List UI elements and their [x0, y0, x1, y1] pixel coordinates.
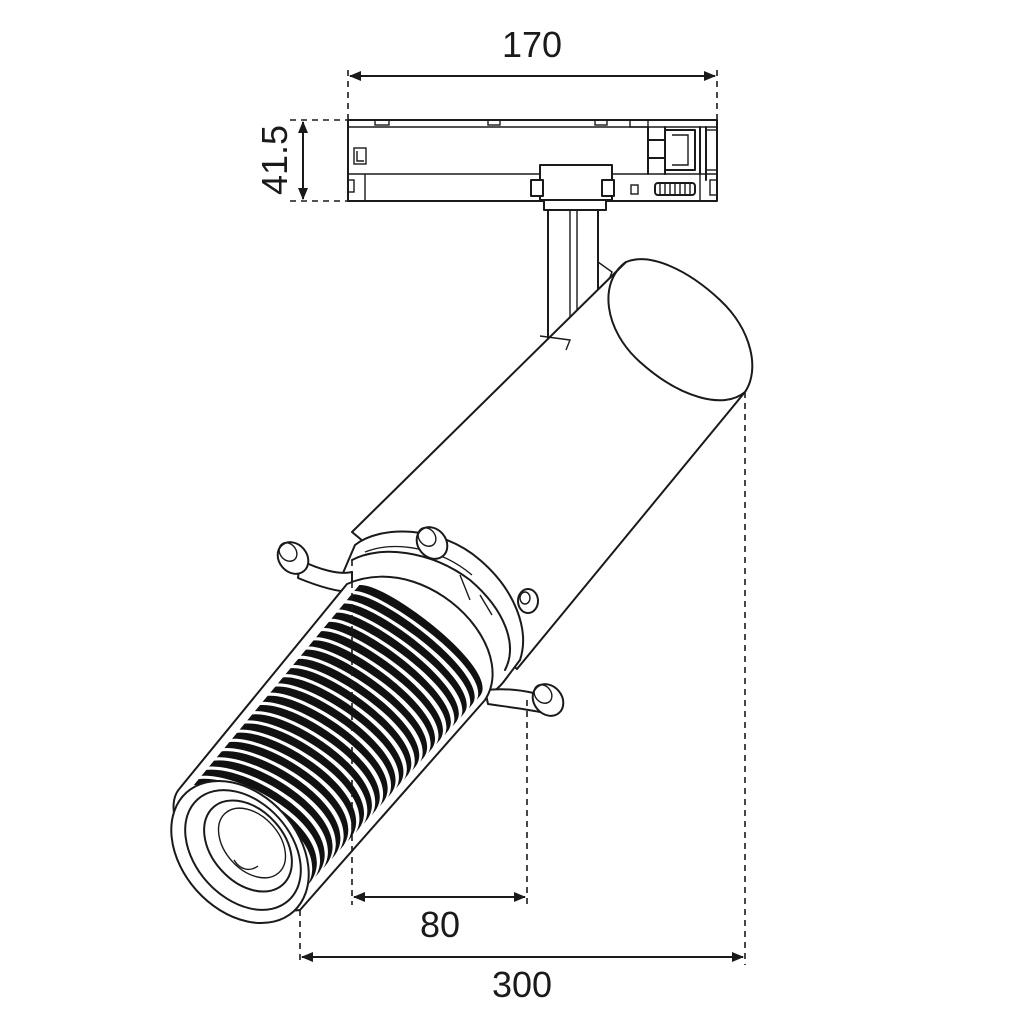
- barrel-rib: [293, 658, 420, 771]
- barrel-rib: [277, 677, 404, 789]
- barrel-rib: [209, 760, 333, 869]
- barrel-rib: [270, 686, 396, 798]
- barrel-rib: [262, 695, 388, 807]
- dimension-label-80: 80: [420, 904, 460, 945]
- track-adapter: [347, 119, 718, 211]
- dimension-depth-300: 300: [299, 392, 746, 1005]
- dimension-width-170: 170: [347, 24, 718, 120]
- barrel-ribs: [193, 584, 483, 886]
- barrel-rib: [300, 649, 428, 762]
- barrel-rib: [231, 732, 357, 842]
- barrel-rib: [308, 640, 436, 754]
- barrel-rib: [247, 714, 372, 824]
- dimension-height-41-5: 41.5: [254, 119, 348, 202]
- mounting-knob-top: [415, 526, 449, 560]
- barrel-rib: [285, 668, 412, 780]
- barrel-rib: [254, 704, 380, 816]
- dimension-label-300: 300: [492, 964, 552, 1005]
- barrel-rib: [201, 769, 325, 878]
- lens-front: [170, 780, 310, 924]
- dimension-depth-80: 80: [351, 560, 528, 945]
- dimension-label-170: 170: [502, 24, 562, 65]
- mounting-knob-right: [484, 683, 565, 717]
- barrel-rib: [216, 751, 341, 860]
- mounting-knob-left: [276, 541, 353, 593]
- barrel-rib: [224, 741, 349, 851]
- dimension-label-41-5: 41.5: [254, 125, 295, 195]
- barrel-rib: [239, 723, 365, 833]
- set-screw: [517, 588, 539, 614]
